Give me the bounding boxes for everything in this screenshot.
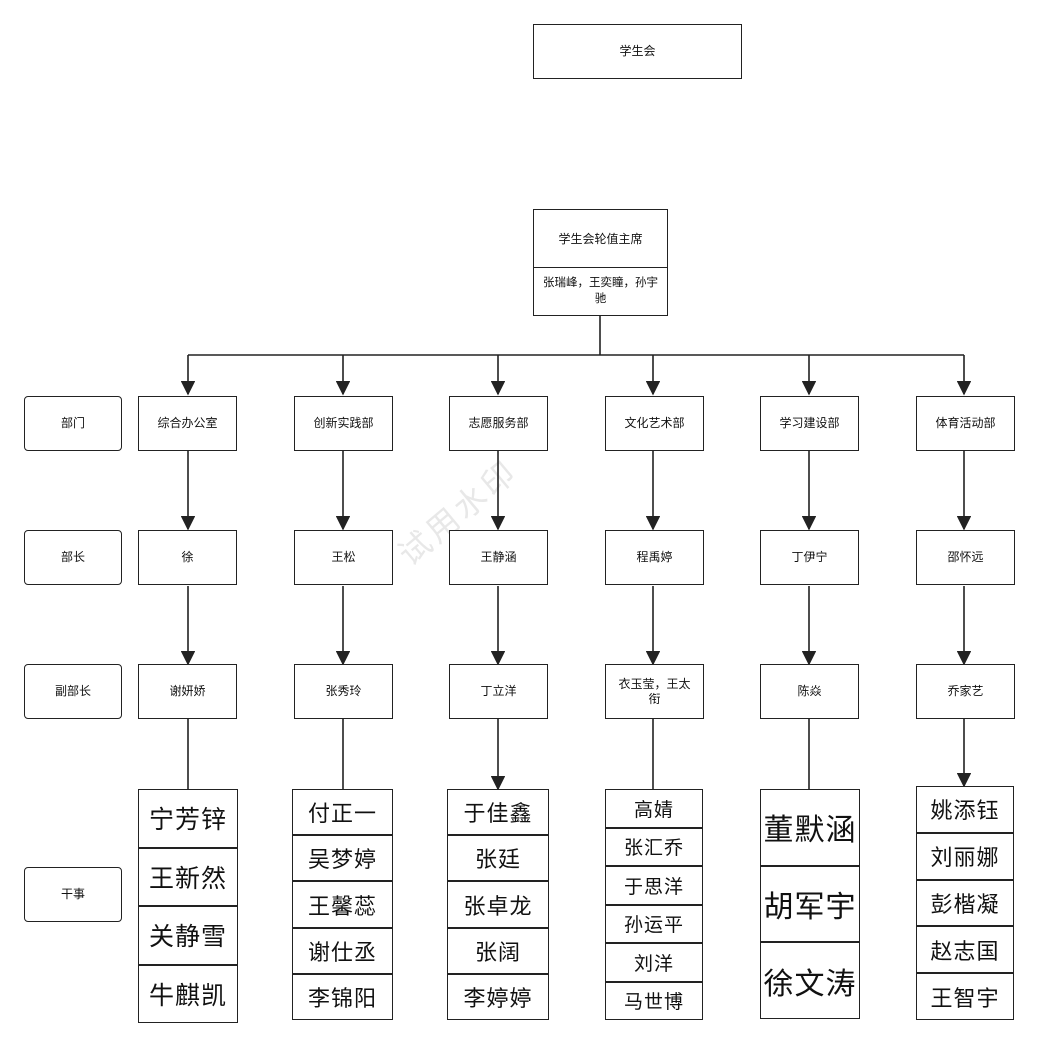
department-node: 学习建设部 — [760, 396, 859, 451]
staff-member: 高婧 — [606, 790, 702, 829]
row-label-department: 部门 — [24, 396, 122, 451]
staff-member: 谢仕丞 — [293, 929, 392, 975]
staff-member: 李婷婷 — [463, 986, 533, 1012]
minister-node: 王松 — [294, 530, 393, 585]
row-label-vice-minister: 副部长 — [24, 664, 122, 719]
row-label-minister-text: 部长 — [60, 550, 85, 564]
staff-member: 宁芳锌 — [139, 790, 237, 849]
staff-member: 赵志国 — [917, 927, 1013, 975]
department-node: 志愿服务部 — [449, 396, 548, 451]
department-node: 创新实践部 — [294, 396, 393, 451]
chair-node: 学生会轮值主席 张瑞峰，王奕瞳，孙宇驰 — [533, 209, 668, 316]
minister-node: 邵怀远 — [916, 530, 1015, 585]
staff-member: 付正一 — [293, 790, 392, 837]
minister-name: 程禹婷 — [636, 550, 673, 564]
staff-list: 董默涵 胡军宇 徐文涛 — [760, 789, 860, 1019]
chair-title: 学生会轮值主席 — [534, 210, 667, 268]
vice-minister-name: 谢妍娇 — [169, 684, 206, 698]
staff-member: 姚添钰 — [917, 787, 1013, 834]
staff-member: 彭楷凝 — [917, 881, 1013, 928]
staff-member: 刘洋 — [606, 944, 702, 983]
staff-member: 吴梦婷 — [293, 836, 392, 883]
row-label-department-text: 部门 — [60, 416, 85, 430]
vice-minister-node: 乔家艺 — [916, 664, 1015, 719]
staff-member: 于佳鑫 — [448, 790, 548, 837]
row-label-vice-minister-text: 副部长 — [54, 684, 91, 698]
minister-name: 邵怀远 — [947, 550, 984, 564]
staff-list: 宁芳锌 王新然 关静雪 牛麒凯 — [138, 789, 238, 1023]
staff-member: 牛麒凯 — [148, 980, 227, 1010]
vice-minister-name: 衣玉莹，王太衔 — [618, 676, 691, 706]
staff-member: 于思洋 — [606, 867, 702, 906]
department-name: 文化艺术部 — [624, 416, 685, 430]
department-name: 志愿服务部 — [468, 416, 529, 430]
department-node: 文化艺术部 — [605, 396, 704, 451]
vice-minister-node: 衣玉莹，王太衔 — [605, 664, 704, 719]
minister-name: 徐 — [181, 550, 194, 564]
department-node: 体育活动部 — [916, 396, 1015, 451]
staff-member: 王智宇 — [930, 986, 1000, 1012]
department-name: 创新实践部 — [313, 416, 374, 430]
vice-minister-node: 丁立洋 — [449, 664, 548, 719]
staff-member: 张汇乔 — [606, 829, 702, 867]
department-name: 学习建设部 — [779, 416, 840, 430]
vice-minister-name: 乔家艺 — [947, 684, 984, 698]
staff-list: 于佳鑫 张廷 张卓龙 张阔 李婷婷 — [447, 789, 549, 1020]
vice-minister-node: 张秀玲 — [294, 664, 393, 719]
staff-member: 孙运平 — [606, 906, 702, 944]
staff-list: 姚添钰 刘丽娜 彭楷凝 赵志国 王智宇 — [916, 786, 1014, 1020]
staff-member: 李锦阳 — [307, 986, 377, 1012]
row-label-staff: 干事 — [24, 867, 122, 922]
chair-names: 张瑞峰，王奕瞳，孙宇驰 — [543, 275, 658, 305]
minister-name: 王松 — [331, 550, 356, 564]
vice-minister-name: 丁立洋 — [480, 684, 517, 698]
staff-list: 付正一 吴梦婷 王馨蕊 谢仕丞 李锦阳 — [292, 789, 393, 1020]
department-node: 综合办公室 — [138, 396, 237, 451]
staff-member: 徐文涛 — [763, 966, 857, 1002]
root-label: 学生会 — [619, 44, 656, 58]
staff-member: 关静雪 — [139, 907, 237, 966]
staff-member: 马世博 — [623, 991, 684, 1014]
staff-list: 高婧 张汇乔 于思洋 孙运平 刘洋 马世博 — [605, 789, 703, 1020]
department-name: 体育活动部 — [935, 416, 996, 430]
staff-member: 刘丽娜 — [917, 834, 1013, 881]
row-label-staff-text: 干事 — [60, 887, 85, 901]
minister-node: 丁伊宁 — [760, 530, 859, 585]
vice-minister-node: 谢妍娇 — [138, 664, 237, 719]
department-name: 综合办公室 — [157, 416, 218, 430]
staff-member: 张卓龙 — [448, 882, 548, 929]
minister-name: 丁伊宁 — [791, 550, 828, 564]
staff-member: 张阔 — [448, 929, 548, 975]
vice-minister-name: 张秀玲 — [325, 684, 362, 698]
staff-member: 王新然 — [139, 849, 237, 907]
minister-node: 程禹婷 — [605, 530, 704, 585]
staff-member: 董默涵 — [761, 790, 859, 867]
minister-node: 王静涵 — [449, 530, 548, 585]
staff-member: 胡军宇 — [761, 867, 859, 944]
minister-name: 王静涵 — [480, 550, 517, 564]
vice-minister-node: 陈焱 — [760, 664, 859, 719]
root-node: 学生会 — [533, 24, 742, 79]
staff-member: 张廷 — [448, 836, 548, 883]
vice-minister-name: 陈焱 — [797, 684, 822, 698]
row-label-minister: 部长 — [24, 530, 122, 585]
minister-node: 徐 — [138, 530, 237, 585]
staff-member: 王馨蕊 — [293, 882, 392, 929]
